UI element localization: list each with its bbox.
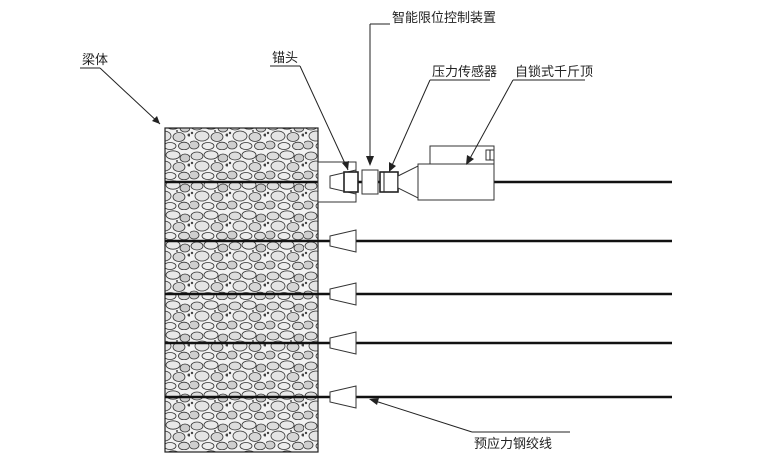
label-pressure-sensor: 压力传感器 [432,64,497,80]
beam-body [164,127,319,453]
label-limit-device: 智能限位控制装置 [392,11,496,26]
self-locking-jack [397,145,495,201]
anchor-wedge-5 [329,385,357,409]
anchor-block-1 [343,171,359,193]
anchor-heads [329,169,359,409]
strands [165,180,672,399]
label-jack: 自锁式千斤顶 [515,64,593,80]
anchor-wedge-2 [329,229,357,253]
label-strand: 预应力钢绞线 [474,436,552,452]
leader-lines [80,23,585,433]
limit-control-device [361,169,379,195]
label-beam: 梁体 [82,53,108,68]
anchor-wedge-4 [329,331,357,355]
label-anchor-head: 锚头 [272,51,298,66]
anchor-wedge-3 [329,282,357,306]
pressure-sensor [379,171,399,193]
